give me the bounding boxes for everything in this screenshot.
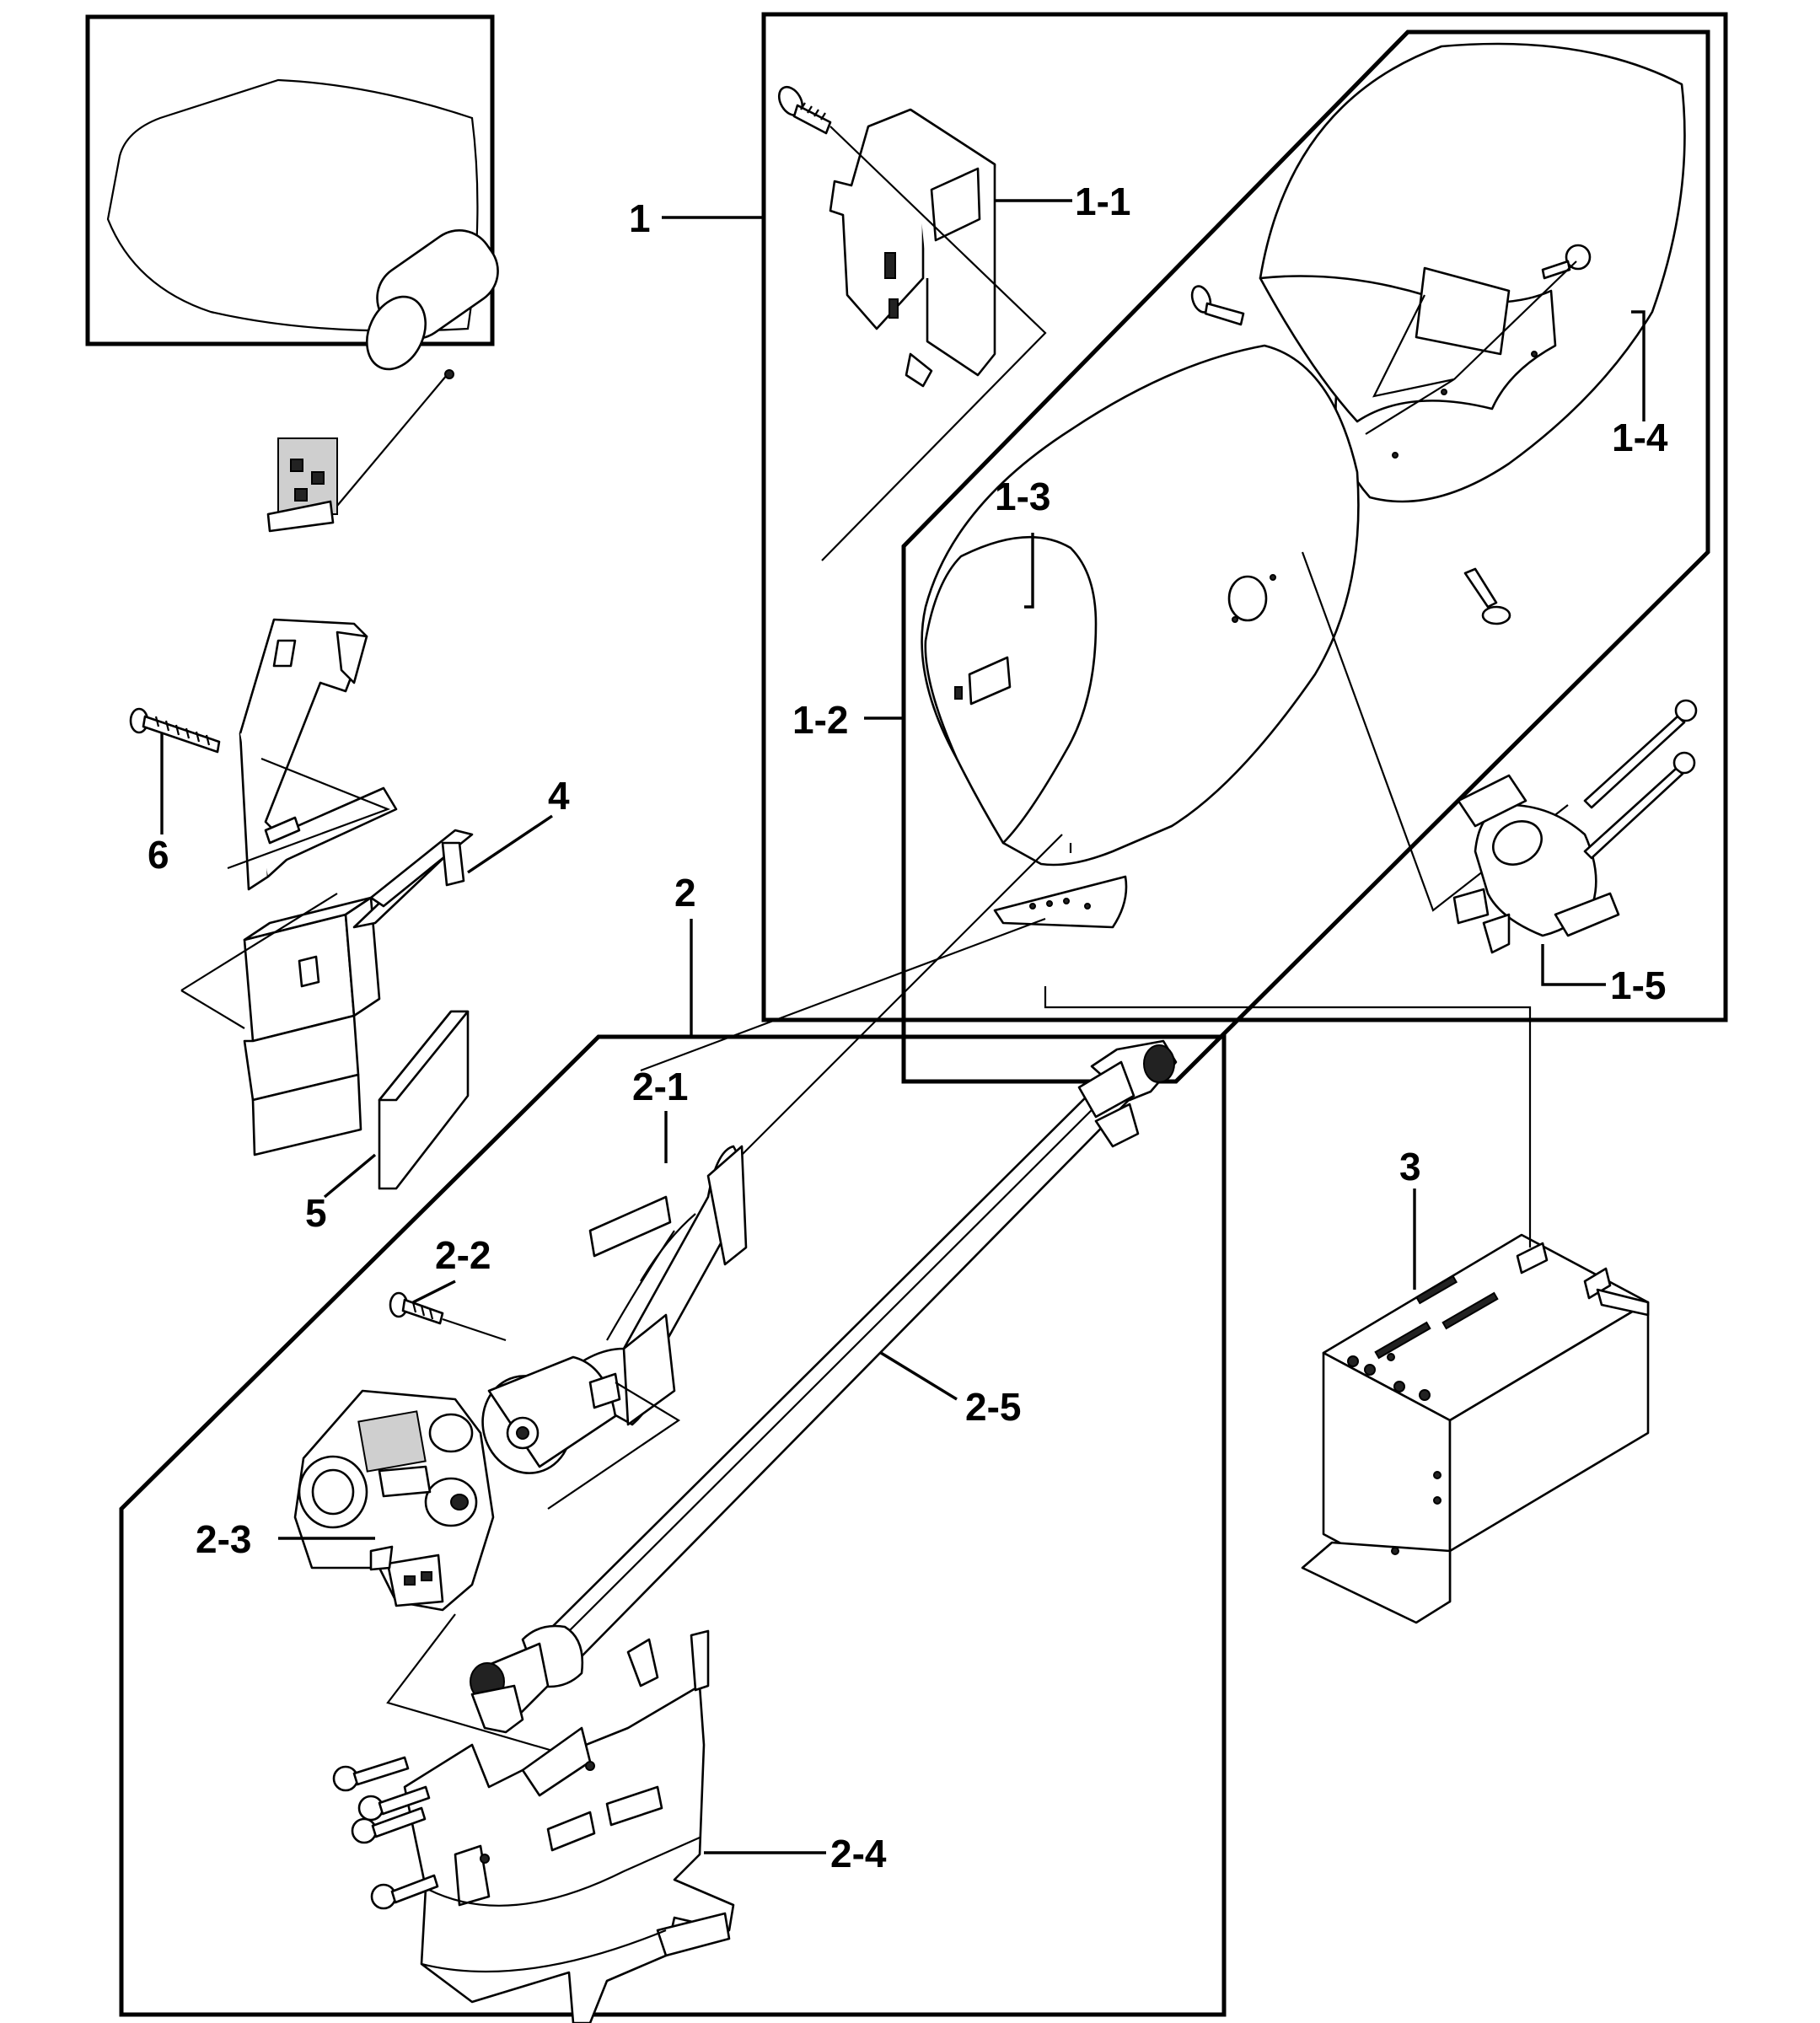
part-2-4-screws xyxy=(332,1756,439,1910)
part-6-bracket xyxy=(129,618,398,891)
screw xyxy=(1463,567,1511,625)
label-1-2: 1-2 xyxy=(792,698,848,742)
assembly-2-frame xyxy=(119,1034,1227,2017)
screw xyxy=(1583,751,1696,860)
label-5: 5 xyxy=(305,1191,327,1235)
assembly-1-frame xyxy=(761,12,1728,1022)
screw xyxy=(351,1806,427,1844)
label-2-4: 2-4 xyxy=(830,1832,887,1875)
label-4: 4 xyxy=(548,774,570,818)
label-1-4: 1-4 xyxy=(1612,416,1668,459)
label-1-5: 1-5 xyxy=(1610,963,1666,1007)
part-5-pad xyxy=(378,1010,470,1190)
part-4-igniter xyxy=(180,829,474,1156)
part-2-4-bracket xyxy=(403,1629,735,2023)
part-2-2-screw xyxy=(389,1291,507,1342)
part-2-5-gas-pipe xyxy=(470,1039,1178,1734)
screw xyxy=(1541,244,1592,280)
label-2-2: 2-2 xyxy=(435,1233,491,1277)
label-1-1: 1-1 xyxy=(1075,180,1130,223)
screw xyxy=(129,707,221,754)
label-2-3: 2-3 xyxy=(196,1517,251,1561)
part-1-2-burner-cone xyxy=(921,344,1360,929)
label-6: 6 xyxy=(148,833,169,877)
label-3: 3 xyxy=(1399,1145,1421,1189)
screw xyxy=(332,1756,410,1792)
part-3-bracket xyxy=(1301,1233,1650,1624)
part-1-5-sensor xyxy=(1452,699,1698,954)
label-2-5: 2-5 xyxy=(965,1385,1021,1429)
screw xyxy=(777,85,832,135)
assembly-1-inner-frame xyxy=(901,30,1710,1084)
label-2-1: 2-1 xyxy=(632,1065,688,1108)
label-1-3: 1-3 xyxy=(995,475,1050,518)
screw xyxy=(1190,285,1245,326)
part-1-4-housing xyxy=(1190,42,1686,625)
label-1: 1 xyxy=(629,196,651,240)
part-2-1-burner-tube xyxy=(481,1145,748,1474)
label-2: 2 xyxy=(674,871,696,915)
screw xyxy=(370,1874,439,1910)
assembly-thumbnail xyxy=(266,229,499,533)
overview-inset xyxy=(85,14,499,533)
part-1-1-bracket xyxy=(777,85,1047,561)
part-2-3-gas-valve xyxy=(293,1389,495,1612)
screw xyxy=(1583,699,1698,809)
